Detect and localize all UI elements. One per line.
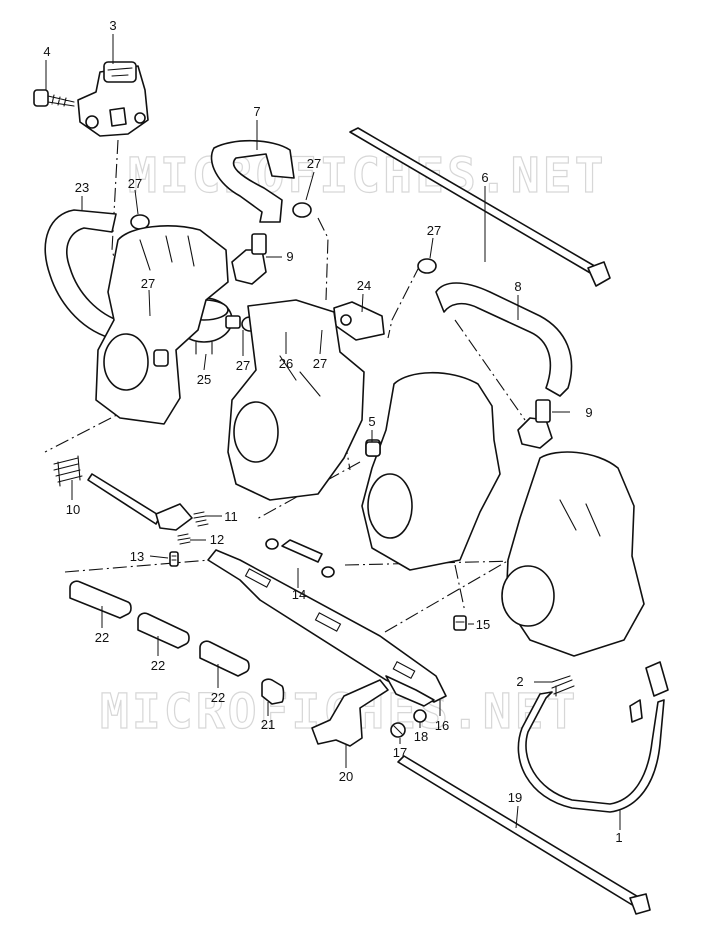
fitting-9-lower xyxy=(517,399,553,449)
carburetor-4 xyxy=(501,451,645,657)
spring-11 xyxy=(193,511,209,527)
rod-6 xyxy=(349,127,611,287)
callout-13: 13 xyxy=(130,549,144,564)
callout-18: 18 xyxy=(414,729,428,744)
callout-12: 12 xyxy=(210,532,224,547)
callout-27-f: 27 xyxy=(313,356,327,371)
callout-27-d: 27 xyxy=(141,276,155,291)
callout-3: 3 xyxy=(109,18,116,33)
collar-5 xyxy=(365,441,381,457)
watermark-top: MICROFICHES.NET xyxy=(128,148,606,204)
throttle-sensor xyxy=(77,61,149,137)
callout-labels: 1 2 3 4 5 6 7 8 9 9 10 11 12 13 14 15 16… xyxy=(43,18,622,845)
callout-27-a: 27 xyxy=(128,176,142,191)
callout-22-c: 22 xyxy=(211,690,225,705)
carburetor-2 xyxy=(227,299,365,501)
callout-25: 25 xyxy=(197,372,211,387)
callout-9-lower: 9 xyxy=(585,405,592,420)
spring-2 xyxy=(551,675,575,697)
fitting-9-upper xyxy=(231,233,267,285)
callout-5: 5 xyxy=(368,414,375,429)
rod-19 xyxy=(397,755,651,915)
callout-23: 23 xyxy=(75,180,89,195)
callout-10: 10 xyxy=(66,502,80,517)
callout-21: 21 xyxy=(261,717,275,732)
bushing-21 xyxy=(261,678,285,705)
callout-7: 7 xyxy=(253,104,260,119)
hose-23 xyxy=(44,209,123,339)
screw-4 xyxy=(33,89,75,107)
plate-16 xyxy=(385,675,435,707)
callout-1: 1 xyxy=(615,830,622,845)
callout-20: 20 xyxy=(339,769,353,784)
screw-13 xyxy=(169,551,179,567)
spring-12 xyxy=(177,533,191,545)
callout-6: 6 xyxy=(481,170,488,185)
callout-11: 11 xyxy=(224,509,238,524)
callout-4: 4 xyxy=(43,44,50,59)
callout-24: 24 xyxy=(357,278,371,293)
callout-27-c: 27 xyxy=(427,223,441,238)
carburetor-3 xyxy=(361,371,501,571)
plate-14 xyxy=(207,549,447,703)
hose-7 xyxy=(210,139,295,223)
cable-1 xyxy=(517,661,669,813)
callout-27-e: 27 xyxy=(236,358,250,373)
callout-16: 16 xyxy=(435,718,449,733)
callout-17: 17 xyxy=(393,745,407,760)
screw-17 xyxy=(390,722,406,738)
callout-8: 8 xyxy=(514,279,521,294)
carburetor-1 xyxy=(95,225,229,425)
hose-8 xyxy=(435,282,573,397)
callout-2: 2 xyxy=(516,674,523,689)
washer-18 xyxy=(413,709,427,723)
callout-27-b: 27 xyxy=(307,156,321,171)
callout-22-b: 22 xyxy=(151,658,165,673)
callout-19: 19 xyxy=(508,790,522,805)
screw-15 xyxy=(453,615,467,631)
bracket-20 xyxy=(311,679,389,747)
leader-lines xyxy=(45,34,621,830)
pin-14 xyxy=(265,538,335,578)
callout-22-a: 22 xyxy=(95,630,109,645)
callout-26: 26 xyxy=(279,356,293,371)
sleeves-22 xyxy=(69,580,250,677)
fitting-24 xyxy=(333,301,385,341)
spring-rod-10 xyxy=(53,455,193,531)
callout-14: 14 xyxy=(292,587,306,602)
callout-9-upper: 9 xyxy=(286,249,293,264)
callout-15: 15 xyxy=(476,617,490,632)
